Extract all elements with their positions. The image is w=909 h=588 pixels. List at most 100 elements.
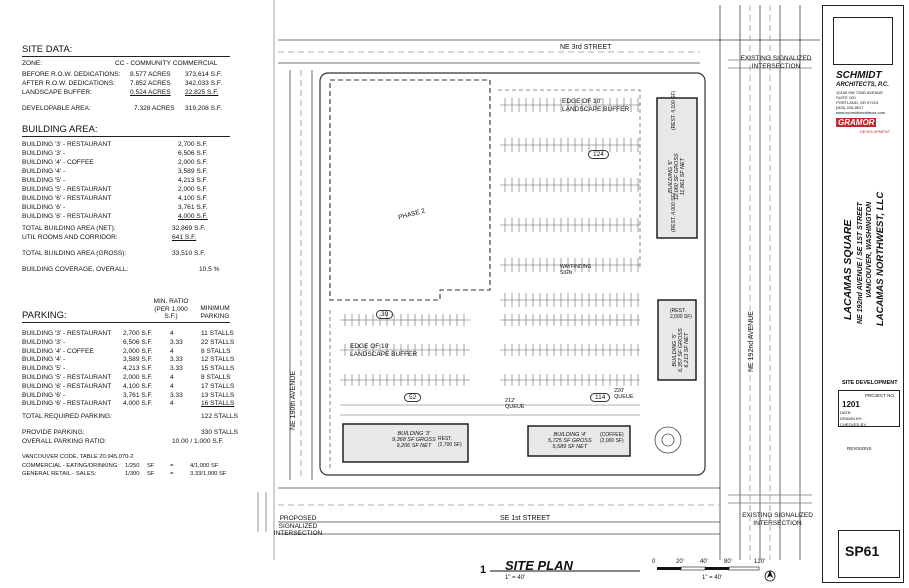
project-street: NE 192nd AVENUE / SE 1ST STREET xyxy=(857,202,864,324)
parking-ratio: 4 xyxy=(170,330,174,337)
parking-ratio: 4 xyxy=(170,374,174,381)
site-row-label: AFTER R.O.W. DEDICATIONS: xyxy=(22,80,115,87)
building-6-rest-bottom: (REST. 4,000 SF) xyxy=(671,192,677,232)
building-6-footprint xyxy=(656,97,698,239)
developable-sf: 319,208 S.F. xyxy=(185,105,223,112)
address-line: www.schmidtarchitects.com xyxy=(836,110,886,115)
queue-220-label: 220' QUEUE xyxy=(614,388,634,400)
site-row-acres: 8.577 ACRES xyxy=(130,71,171,78)
title-block xyxy=(822,5,904,583)
building-3-net: 9,206 SF NET xyxy=(396,443,432,449)
code-label: GENERAL RETAIL - SALES: xyxy=(22,471,97,477)
code-rows: COMMERCIAL - EATING/DRINKING: 1/250 SF =… xyxy=(22,463,237,483)
parking-sf: 3,761 S.F. xyxy=(123,391,153,399)
site-row-buffer: LANDSCAPE BUFFER: 0.524 ACRES 22,825 S.F… xyxy=(22,89,218,96)
building-3-footprint xyxy=(342,423,469,463)
checked-label: CHECKED BY: xyxy=(840,422,867,427)
building-area-row: BUILDING '6' -3,761 S.F. xyxy=(22,204,208,211)
building-4-coffee: (COFFEE) (2,000 SF) xyxy=(600,432,624,444)
parking-sf: 4,100 S.F. xyxy=(123,382,153,390)
building-area-sf: 3,589 S.F. xyxy=(178,168,208,175)
code-result: 4/1,000 SF xyxy=(190,463,219,469)
parking-label: BUILDING '4' - xyxy=(22,356,66,364)
parking-section: PARKING: xyxy=(22,310,230,323)
building-area-sf: 3,761 S.F. xyxy=(178,204,208,211)
building-area-sf: 4,000 S.F. xyxy=(178,213,208,220)
project-no: 1201 xyxy=(842,400,860,409)
parking-sf: 6,506 S.F. xyxy=(123,338,153,346)
scale-tick: 80' xyxy=(724,559,732,565)
parking-count-52: 52 xyxy=(404,393,422,402)
firm-sub: ARCHITECTS, P.C. xyxy=(836,82,889,88)
building-area-label: BUILDING '5' - RESTAURANT xyxy=(22,186,112,193)
parking-label: BUILDING '6' - xyxy=(22,391,66,399)
site-row-label: BEFORE R.O.W. DEDICATIONS: xyxy=(22,71,121,78)
parking-stalls: 15 STALLS xyxy=(201,365,235,373)
gross-sf: 33,510 S.F. xyxy=(172,250,206,257)
parking-stalls: 8 STALLS xyxy=(201,374,231,381)
overall-ratio-value: 10.00 / 1,000 S.F. xyxy=(172,438,224,445)
parking-sf: 2,000 S.F. xyxy=(123,374,153,381)
coverage-value: 10.5 % xyxy=(199,266,220,273)
building-6-net: 11,861 SF NET xyxy=(680,157,686,196)
gross-row: TOTAL BUILDING AREA (GROSS): 33,510 S.F. xyxy=(22,250,205,257)
parking-sf: 4,213 S.F. xyxy=(123,365,153,373)
address-line: 10155 SW 72ND AVENUE xyxy=(836,90,884,95)
building-area-label: BUILDING '5' - xyxy=(22,177,66,184)
building-area-sf: 2,000 S.F. xyxy=(178,186,208,193)
building-area-label: BUILDING '3' - xyxy=(22,150,66,157)
parking-count-124: 124 xyxy=(588,150,609,159)
meta-labels: DATE: DRAWN BY: CHECKED BY: xyxy=(840,410,867,428)
parking-stalls: 22 STALLS xyxy=(201,338,235,346)
total-net-label: TOTAL BUILDING AREA (NET): xyxy=(22,225,116,232)
brand-name: GRAMOR xyxy=(836,118,877,127)
site-row-sf: 373,614 S.F. xyxy=(185,71,223,78)
total-required-label: TOTAL REQUIRED PARKING: xyxy=(22,413,112,420)
parking-col-ratio: MIN. RATIO (PER 1,000 S.F.) xyxy=(153,298,189,320)
buffer-top-label: EDGE OF 10' LANDSCAPE BUFFER xyxy=(562,98,630,113)
site-data-section: SITE DATA: ZONE: CC - COMMUNITY COMMERCI… xyxy=(22,44,232,70)
site-data-heading: SITE DATA: xyxy=(22,44,230,57)
code-unit: SF xyxy=(147,471,155,477)
parking-count-114: 114 xyxy=(590,393,611,402)
parking-stalls: 13 STALLS xyxy=(201,391,235,399)
developable-label: DEVELOPABLE AREA: xyxy=(22,105,91,112)
building-5-rest: (REST. 2,000 SF) xyxy=(670,308,692,320)
code-unit: SF xyxy=(147,463,155,469)
developable-acres: 7.328 ACRES xyxy=(134,105,175,112)
site-row-acres: 0.524 ACRES xyxy=(130,89,171,96)
parking-heading: PARKING: xyxy=(22,310,230,323)
building-6-rest-top: (REST. 4,100 SF) xyxy=(671,90,677,130)
address-line: (503) 226-8517 xyxy=(836,105,864,110)
site-row-label: LANDSCAPE BUFFER: xyxy=(22,89,92,96)
code-heading: VANCOUVER CODE, TABLE 20.945.070-2 xyxy=(22,454,134,460)
code-eq: = xyxy=(170,471,174,477)
zone-label: ZONE: xyxy=(22,60,43,67)
building-area-label: BUILDING '6' - RESTAURANT xyxy=(22,195,112,202)
building-3-gross: 9,368 SF GROSS xyxy=(392,437,436,443)
avenue-192-label: NE 192nd AVENUE xyxy=(748,311,755,372)
building-3-label: BUILDING '3' 9,368 SF GROSS 9,206 SF NET xyxy=(392,431,436,449)
code-row: GENERAL RETAIL - SALES: 1/300 SF = 3.33/… xyxy=(22,471,226,477)
building-4-label: BUILDING '4' 5,725 SF GROSS 5,589 SF NET xyxy=(548,432,592,450)
address-line: SUITE 100 xyxy=(836,95,856,100)
site-row-sf: 22,825 S.F. xyxy=(185,89,219,96)
parking-stalls: 16 STALLS xyxy=(201,400,235,408)
building-3-name: BUILDING '3' xyxy=(397,431,431,437)
parking-row: BUILDING '5' - RESTAURANT 2,000 S.F. 4 8 ST… xyxy=(22,374,231,381)
total-net-row: TOTAL BUILDING AREA (NET): 32,869 S.F. xyxy=(22,225,205,232)
parking-stalls: 12 STALLS xyxy=(201,356,235,364)
building-5-net: 6,213 SF NET xyxy=(684,332,690,368)
parking-ratio: 3.33 xyxy=(170,356,183,364)
util-label: UTIL ROOMS AND CORRIDOR: xyxy=(22,234,118,241)
parking-label: BUILDING '5' - RESTAURANT xyxy=(22,374,112,381)
